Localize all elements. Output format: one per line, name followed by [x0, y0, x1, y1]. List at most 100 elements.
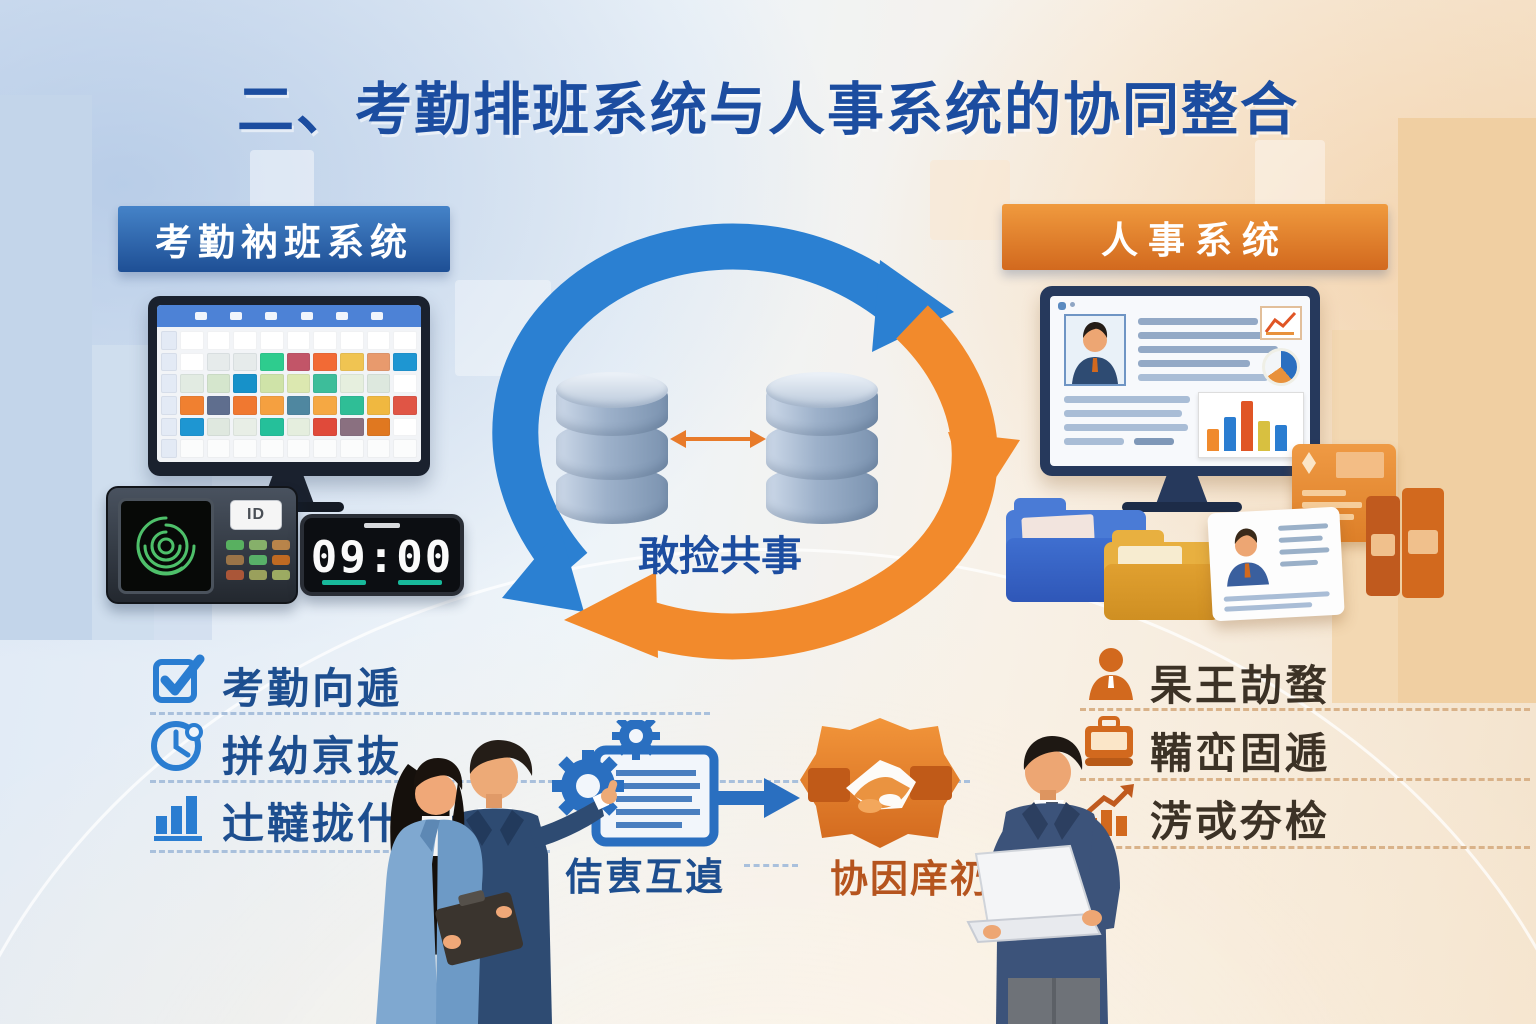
schedule-cell — [313, 374, 337, 393]
schedule-cell — [259, 395, 284, 415]
feature-label: 淓戓夯检 — [1150, 798, 1331, 845]
discussing-people — [376, 740, 618, 1024]
keypad — [226, 540, 290, 580]
bar-chart-icon — [154, 796, 202, 841]
data-exchange-arrow-icon — [670, 430, 766, 448]
clock-underline — [322, 580, 366, 585]
schedule-cell — [206, 331, 231, 350]
sync-cycle-arrows — [492, 223, 1020, 660]
schedule-cell — [366, 417, 391, 437]
schedule-cell — [313, 331, 337, 350]
digital-clock: 09:00 — [300, 514, 464, 596]
schedule-cell — [161, 331, 177, 350]
fingerprint-icon — [136, 516, 196, 576]
orange-file — [1292, 444, 1396, 542]
fingerprint-terminal: ID — [106, 486, 298, 604]
schedule-cell — [366, 374, 391, 393]
divider — [1080, 846, 1530, 849]
schedule-cell — [313, 395, 337, 415]
schedule-cell — [233, 395, 257, 415]
schedule-cell — [161, 439, 177, 458]
schedule-cell — [366, 331, 391, 350]
id-badge: ID — [230, 500, 282, 530]
schedule-monitor — [148, 296, 430, 476]
right-arrow-icon — [712, 778, 800, 818]
schedule-cell — [286, 395, 311, 415]
schedule-cell — [233, 331, 257, 350]
schedule-cell — [313, 439, 337, 458]
background-tile — [250, 150, 314, 214]
schedule-cell — [366, 439, 391, 458]
background-building — [0, 95, 92, 640]
schedule-cell — [161, 374, 177, 393]
schedule-cell — [180, 374, 204, 393]
schedule-cell — [366, 395, 391, 415]
background-building — [1398, 118, 1536, 703]
fingerprint-screen — [118, 498, 214, 594]
clock-display: 09:00 — [310, 532, 454, 583]
schedule-cell — [393, 331, 417, 350]
divider — [1080, 708, 1530, 711]
feature-label: 辻韃拢什 — [222, 800, 403, 847]
banner-label: 人事系统 — [1101, 220, 1289, 261]
binder — [1402, 488, 1444, 598]
man-with-laptop — [966, 736, 1120, 1024]
page-title: 二、考勤排班系统与人事系统的协同整合 — [237, 78, 1299, 142]
checkbox-icon — [153, 654, 205, 703]
schedule-cell — [233, 417, 257, 437]
schedule-cell — [286, 374, 311, 393]
hr-monitor — [1040, 286, 1320, 476]
schedule-cell — [286, 439, 311, 458]
feature-label: 考勤向逓 — [222, 665, 403, 712]
schedule-cell — [339, 352, 364, 372]
monitor-base — [1122, 502, 1242, 512]
database-cylinder-right — [766, 372, 878, 524]
schedule-cell — [393, 439, 417, 458]
schedule-cell — [259, 352, 284, 372]
schedule-cell — [286, 417, 311, 437]
gold-folder-front — [1104, 564, 1220, 620]
schedule-cell — [206, 417, 231, 437]
schedule-cell — [206, 395, 231, 415]
schedule-cell — [180, 439, 204, 458]
divider — [150, 850, 550, 853]
schedule-cell — [161, 352, 177, 372]
clock-icon — [151, 721, 203, 771]
briefcase-icon — [1085, 716, 1133, 766]
clock-underline — [398, 580, 442, 585]
feature-label: 杲王劼蝥 — [1150, 662, 1331, 709]
background-tile — [1255, 140, 1325, 210]
schedule-cell — [366, 352, 391, 372]
schedule-cell — [259, 331, 284, 350]
schedule-cell — [259, 417, 284, 437]
schedule-cell — [233, 374, 257, 393]
schedule-cell — [339, 395, 364, 415]
mini-chart-tile — [1260, 306, 1302, 340]
feature-label: 鞴峦固逓 — [1150, 730, 1331, 777]
monitor-stand — [1156, 476, 1208, 504]
pie-chart-icon — [1262, 348, 1300, 386]
schedule-cell — [393, 395, 417, 415]
schedule-cell — [393, 352, 417, 372]
schedule-cell — [339, 331, 364, 350]
background-tile — [930, 160, 1010, 240]
schedule-cell — [393, 374, 417, 393]
collaboration-label: 协因庠礽 — [829, 859, 990, 901]
schedule-cell — [259, 374, 284, 393]
schedule-cell — [339, 417, 364, 437]
employee-photo — [1064, 314, 1126, 386]
schedule-cell — [206, 352, 231, 372]
schedule-cell — [180, 352, 204, 372]
schedule-cell — [206, 374, 231, 393]
person-icon — [1089, 648, 1133, 700]
schedule-cell — [161, 417, 177, 437]
employee-id-card — [1207, 506, 1345, 622]
schedule-cell — [233, 439, 257, 458]
schedule-screen — [157, 305, 421, 462]
binder — [1366, 496, 1400, 596]
schedule-cell — [206, 439, 231, 458]
schedule-cell — [180, 395, 204, 415]
attendance-system-banner: 考勤衲班系统 — [118, 206, 474, 279]
divider — [1080, 778, 1530, 781]
